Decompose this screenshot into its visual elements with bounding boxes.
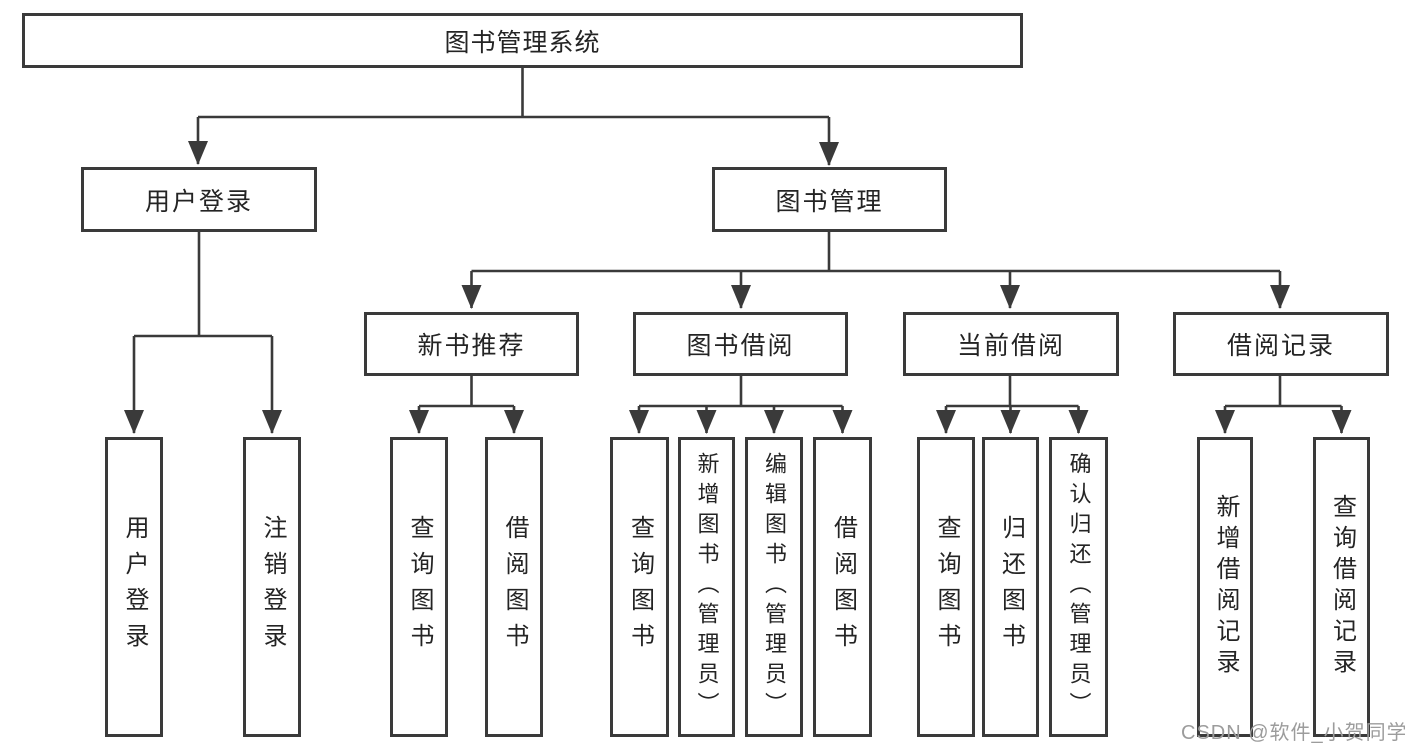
node-leaf-query-borrow-record: 查询借阅记录 <box>1313 437 1370 737</box>
node-leaf-query-book-recommend: 查询图书 <box>390 437 448 737</box>
node-leaf-add-borrow-record: 新增借阅记录 <box>1197 437 1253 737</box>
node-borrowing-records: 借阅记录 <box>1173 312 1389 376</box>
node-book-management: 图书管理 <box>712 167 947 232</box>
node-leaf-edit-book-admin: 编辑图书（管理员） <box>745 437 803 737</box>
node-current-borrowing: 当前借阅 <box>903 312 1119 376</box>
node-leaf-query-book-borrowing: 查询图书 <box>610 437 669 737</box>
arrow-lines <box>124 117 1352 434</box>
node-leaf-user-login: 用户登录 <box>105 437 163 737</box>
node-leaf-logout: 注销登录 <box>243 437 301 737</box>
node-leaf-confirm-return-admin: 确认归还（管理员） <box>1049 437 1108 737</box>
node-leaf-borrow-book-borrowing: 借阅图书 <box>813 437 872 737</box>
node-root: 图书管理系统 <box>22 13 1023 68</box>
node-user-login: 用户登录 <box>81 167 317 232</box>
node-leaf-add-book-admin: 新增图书（管理员） <box>678 437 735 737</box>
trunk-lines <box>134 68 1342 408</box>
node-new-book-recommend: 新书推荐 <box>364 312 579 376</box>
node-leaf-return-book: 归还图书 <box>982 437 1039 737</box>
node-leaf-query-book-current: 查询图书 <box>917 437 975 737</box>
csdn-watermark: CSDN @软件_小贺同学 <box>1181 722 1405 744</box>
node-leaf-borrow-book-recommend: 借阅图书 <box>485 437 543 737</box>
node-book-borrowing: 图书借阅 <box>633 312 848 376</box>
